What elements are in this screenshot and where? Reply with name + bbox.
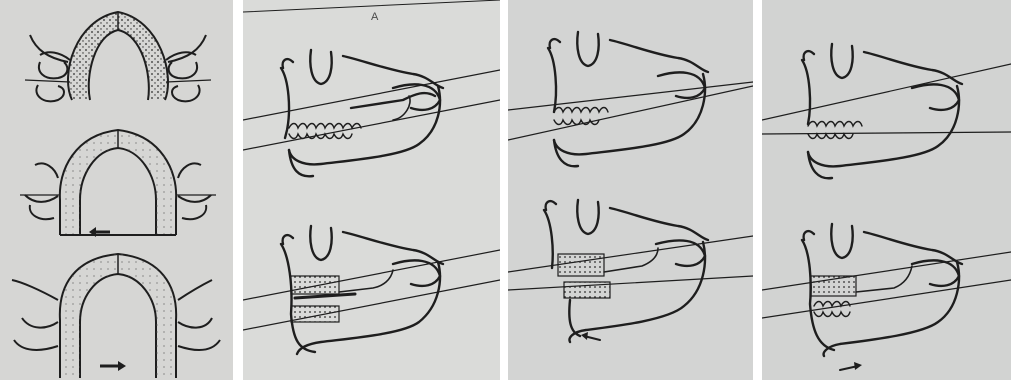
stippled-block-upper-a [291,276,339,294]
stippled-block-lower-a [291,306,339,322]
panel-label-a: A [371,11,379,23]
panel-palatal-arches [0,0,233,380]
paper-background [762,0,1011,380]
panel-mandible-b [508,0,753,380]
stippled-block-upper-b [558,254,604,276]
mandible-c-drawing [762,0,1011,380]
panel-mandible-a: A [243,0,500,380]
panel-mandible-c [762,0,1011,380]
palatal-arches-drawing [0,0,233,380]
stippled-block-lower-b [564,282,610,298]
paper-background [0,0,233,380]
stippled-block-upper-c [810,276,856,296]
mandible-a-drawing: A [243,0,500,380]
mandible-b-drawing [508,0,753,380]
